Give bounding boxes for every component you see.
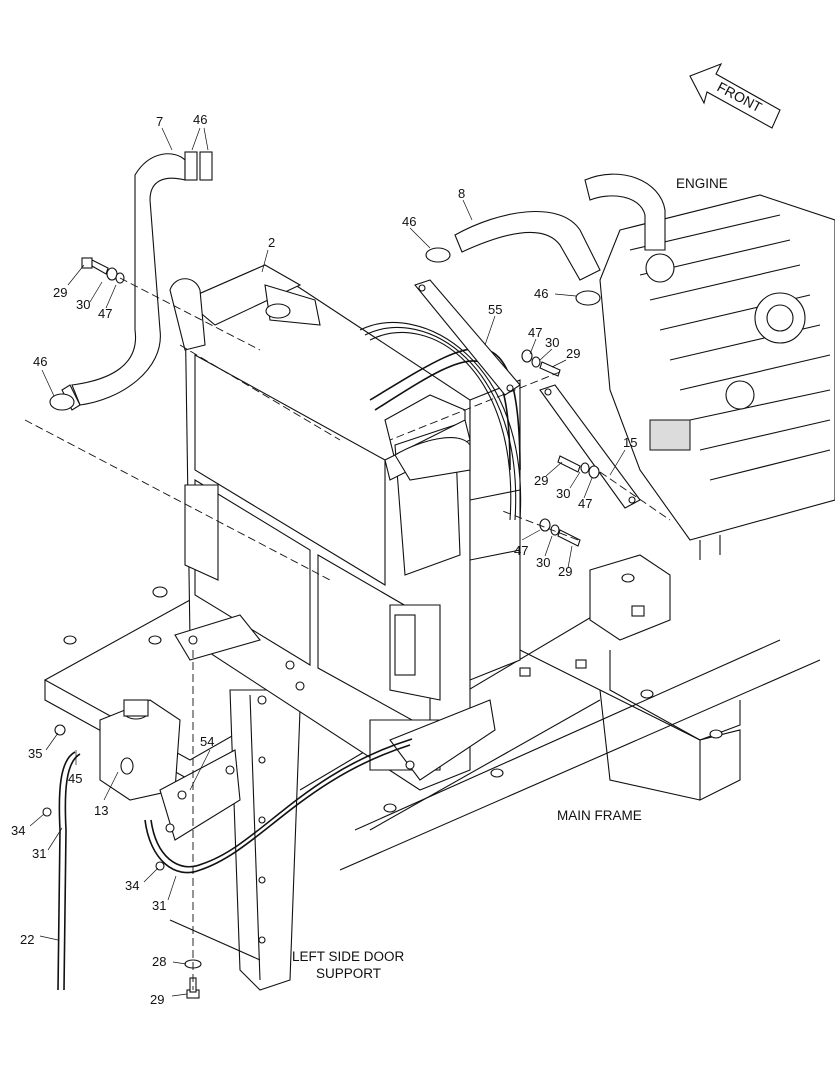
left-side-door-label-line2: SUPPORT bbox=[316, 966, 381, 981]
callout-54: 54 bbox=[200, 734, 214, 749]
callout-15: 15 bbox=[623, 435, 637, 450]
area-labels: ENGINE MAIN FRAME LEFT SIDE DOOR SUPPORT bbox=[292, 176, 728, 981]
stay-55 bbox=[414, 279, 521, 396]
callout-46-hose8: 46 bbox=[402, 214, 416, 229]
callout-13: 13 bbox=[94, 803, 108, 818]
callout-47-upper-left: 47 bbox=[98, 306, 112, 321]
callout-55: 55 bbox=[488, 302, 502, 317]
radiator-assembly bbox=[169, 264, 521, 791]
callout-2: 2 bbox=[268, 235, 275, 250]
callout-35: 35 bbox=[28, 746, 42, 761]
callout-31-left: 31 bbox=[32, 846, 46, 861]
hose-clamps bbox=[49, 151, 601, 411]
callout-leaders bbox=[29, 127, 626, 997]
upper-hose-7 bbox=[61, 153, 186, 411]
callout-29-mid: 29 bbox=[534, 473, 548, 488]
callout-22: 22 bbox=[20, 932, 34, 947]
engine bbox=[584, 173, 835, 560]
callouts: 7 46 2 8 46 29 30 47 46 46 55 47 30 29 1… bbox=[11, 112, 637, 1007]
leader-dashes bbox=[24, 277, 671, 990]
return-hose bbox=[144, 738, 413, 874]
callout-30-lower: 30 bbox=[536, 555, 550, 570]
main-frame-label: MAIN FRAME bbox=[557, 808, 642, 823]
left-side-door-label-line1: LEFT SIDE DOOR bbox=[292, 949, 405, 964]
callout-30-mid: 30 bbox=[556, 486, 570, 501]
callout-31-right: 31 bbox=[152, 898, 166, 913]
callout-29-upper-right: 29 bbox=[566, 346, 580, 361]
front-arrow: FRONT bbox=[689, 62, 781, 129]
callout-34-left: 34 bbox=[11, 823, 25, 838]
callout-45: 45 bbox=[68, 771, 82, 786]
callout-46-engine: 46 bbox=[534, 286, 548, 301]
main-frame bbox=[152, 554, 821, 871]
callout-30-upper-right: 30 bbox=[545, 335, 559, 350]
callout-8: 8 bbox=[458, 186, 465, 201]
callout-30-upper-left: 30 bbox=[76, 297, 90, 312]
left-side-door-support bbox=[169, 689, 301, 991]
callout-47-mid: 47 bbox=[578, 496, 592, 511]
callout-29-lower: 29 bbox=[558, 564, 572, 579]
callout-29-upper-left: 29 bbox=[53, 285, 67, 300]
callout-46-left: 46 bbox=[33, 354, 47, 369]
hose-8 bbox=[454, 211, 601, 281]
fan-shroud bbox=[359, 322, 522, 521]
bracket-54 bbox=[159, 749, 241, 841]
overflow-hose-22 bbox=[57, 751, 81, 991]
callout-28: 28 bbox=[152, 954, 166, 969]
callout-47-lower: 47 bbox=[514, 543, 528, 558]
reservoir-tank-13 bbox=[99, 699, 181, 801]
callout-7: 7 bbox=[156, 114, 163, 129]
callout-34-right: 34 bbox=[125, 878, 139, 893]
callout-46-clamps: 46 bbox=[193, 112, 207, 127]
callout-29-bottom: 29 bbox=[150, 992, 164, 1007]
engine-label: ENGINE bbox=[676, 176, 728, 191]
callout-47-upper-right: 47 bbox=[528, 325, 542, 340]
